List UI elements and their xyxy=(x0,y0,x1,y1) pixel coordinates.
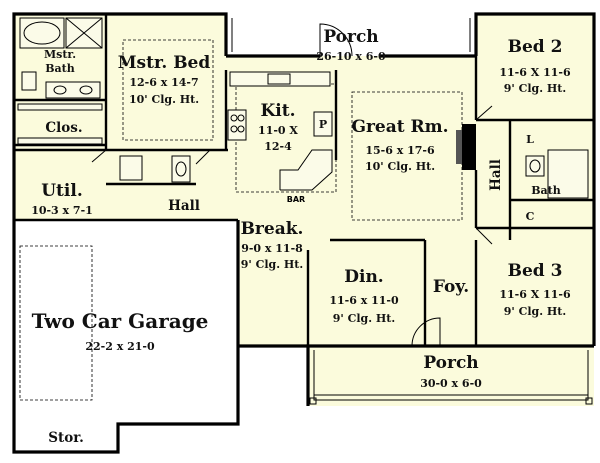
din-dims: 11-6 x 11-0 xyxy=(329,294,399,307)
porch-top-dims: 26-10 x 6-0 xyxy=(316,50,386,63)
bed2-ceiling: 9' Clg. Ht. xyxy=(504,82,566,95)
clos-name: Clos. xyxy=(45,120,82,136)
pantry-name: P xyxy=(319,118,327,131)
bar-label: BAR xyxy=(287,195,305,204)
kit-dims2: 12-4 xyxy=(264,140,292,153)
bath-name: Bath xyxy=(531,184,561,197)
foy-name: Foy. xyxy=(433,277,469,297)
doors xyxy=(91,23,493,347)
bed3-name: Bed 3 xyxy=(508,261,563,281)
break-ceiling: 9' Clg. Ht. xyxy=(241,258,303,271)
linen-name: L xyxy=(526,133,534,146)
closet-c-name: C xyxy=(526,210,535,223)
great-room-ceiling: 10' Clg. Ht. xyxy=(365,160,435,173)
mstr-bed-name: Mstr. Bed xyxy=(118,53,211,73)
kit-dims: 11-0 X xyxy=(258,124,298,137)
garage-dims: 22-2 x 21-0 xyxy=(85,340,155,353)
hall-right-name: Hall xyxy=(488,159,504,191)
mstr-bath-name2: Bath xyxy=(45,62,75,75)
great-room-dims: 15-6 x 17-6 xyxy=(365,144,435,157)
break-name: Break. xyxy=(241,219,304,239)
mstr-bath-name: Mstr. xyxy=(44,48,76,61)
garage-name: Two Car Garage xyxy=(32,309,209,333)
stor-name: Stor. xyxy=(48,430,84,446)
util-name: Util. xyxy=(41,181,83,201)
bed3-ceiling: 9' Clg. Ht. xyxy=(504,305,566,318)
porch-front-name: Porch xyxy=(423,353,478,373)
util-dims: 10-3 x 7-1 xyxy=(31,204,93,217)
exterior-walls xyxy=(12,12,596,454)
din-ceiling: 9' Clg. Ht. xyxy=(333,312,395,325)
mstr-bed-ceiling: 10' Clg. Ht. xyxy=(129,93,199,106)
great-room-name: Great Rm. xyxy=(351,117,448,137)
fixtures xyxy=(17,17,589,199)
room-labels: Porch 26-10 x 6-0 Mstr. Bed 12-6 x 14-7 … xyxy=(31,27,571,446)
kit-name: Kit. xyxy=(260,101,295,121)
bed2-name: Bed 2 xyxy=(508,37,563,57)
break-dims: 9-0 x 11-8 xyxy=(241,242,303,255)
bed3-dims: 11-6 X 11-6 xyxy=(499,288,571,301)
bed2-dims: 11-6 X 11-6 xyxy=(499,66,571,79)
hall-left-name: Hall xyxy=(168,198,200,214)
porch-top-name: Porch xyxy=(323,27,378,47)
mstr-bed-dims: 12-6 x 14-7 xyxy=(129,76,198,89)
porch-front-dims: 30-0 x 6-0 xyxy=(420,377,482,390)
din-name: Din. xyxy=(344,267,383,287)
